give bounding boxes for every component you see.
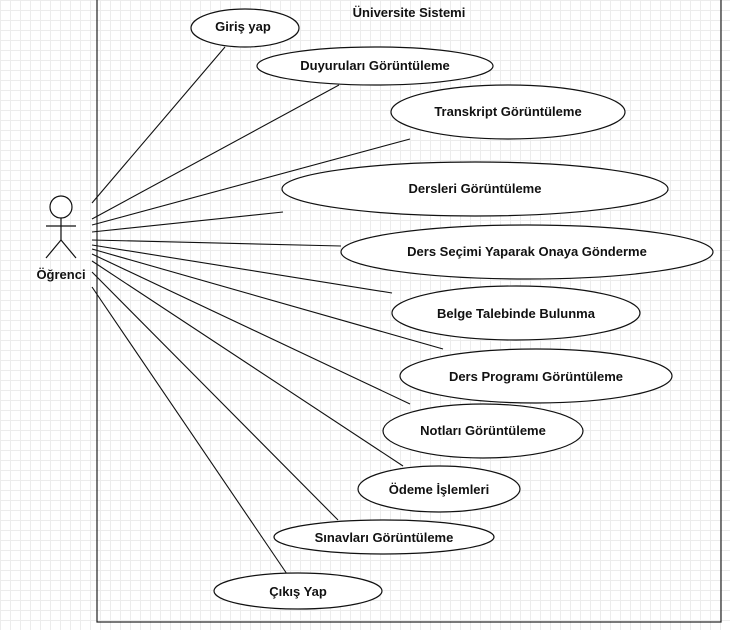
actor-head: [49, 195, 73, 219]
assoc-duyurulari-goruntuleme[interactable]: [91, 84, 340, 220]
use-case-giris-yap[interactable]: Giriş yap: [190, 8, 300, 48]
assoc-sinavlari-goruntuleme[interactable]: [91, 271, 339, 521]
use-case-label: Çıkış Yap: [269, 584, 327, 599]
assoc-odeme-islemleri[interactable]: [91, 260, 404, 467]
use-case-duyurulari-goruntuleme[interactable]: Duyuruları Görüntüleme: [256, 46, 494, 86]
assoc-belge-talebi[interactable]: [91, 244, 393, 294]
use-case-label: Ders Programı Görüntüleme: [449, 369, 623, 384]
use-case-label: Giriş yap: [215, 19, 271, 34]
assoc-dersleri-goruntuleme[interactable]: [91, 211, 284, 233]
use-case-transkript-goruntuleme[interactable]: Transkript Görüntüleme: [390, 84, 626, 140]
actor-left-leg: [45, 239, 62, 259]
use-case-label: Sınavları Görüntüleme: [315, 530, 454, 545]
use-case-notlari-goruntuleme[interactable]: Notları Görüntüleme: [382, 403, 584, 459]
assoc-giris-yap[interactable]: [91, 46, 226, 204]
assoc-ders-programi[interactable]: [91, 248, 444, 350]
assoc-cikis-yap[interactable]: [91, 286, 288, 575]
use-case-label: Ödeme İşlemleri: [389, 482, 489, 497]
use-case-label: Belge Talebinde Bulunma: [437, 306, 596, 321]
associations: [91, 46, 444, 575]
use-cases: Giriş yap Duyuruları Görüntüleme Transkr…: [190, 8, 714, 610]
use-case-cikis-yap[interactable]: Çıkış Yap: [213, 572, 383, 610]
use-case-label: Duyuruları Görüntüleme: [300, 58, 450, 73]
use-case-label: Notları Görüntüleme: [420, 423, 546, 438]
assoc-notlari-goruntuleme[interactable]: [91, 253, 411, 405]
use-case-ders-secimi[interactable]: Ders Seçimi Yaparak Onaya Gönderme: [340, 224, 714, 280]
use-case-label: Ders Seçimi Yaparak Onaya Gönderme: [407, 244, 647, 259]
use-case-odeme-islemleri[interactable]: Ödeme İşlemleri: [357, 465, 521, 513]
system-title: Üniversite Sistemi: [353, 5, 466, 20]
actor-label: Öğrenci: [36, 267, 85, 282]
actor-right-leg: [60, 239, 77, 259]
use-case-label: Transkript Görüntüleme: [434, 104, 581, 119]
use-case-dersleri-goruntuleme[interactable]: Dersleri Görüntüleme: [281, 161, 669, 217]
use-case-label: Dersleri Görüntüleme: [409, 181, 542, 196]
use-case-ders-programi[interactable]: Ders Programı Görüntüleme: [399, 348, 673, 404]
assoc-ders-secimi[interactable]: [91, 239, 342, 247]
assoc-transkript-goruntuleme[interactable]: [91, 138, 411, 226]
actor-ogrenci[interactable]: Öğrenci: [36, 195, 86, 282]
system-boundary[interactable]: [96, 0, 722, 623]
use-case-sinavlari-goruntuleme[interactable]: Sınavları Görüntüleme: [273, 519, 495, 555]
use-case-belge-talebi[interactable]: Belge Talebinde Bulunma: [391, 285, 641, 341]
